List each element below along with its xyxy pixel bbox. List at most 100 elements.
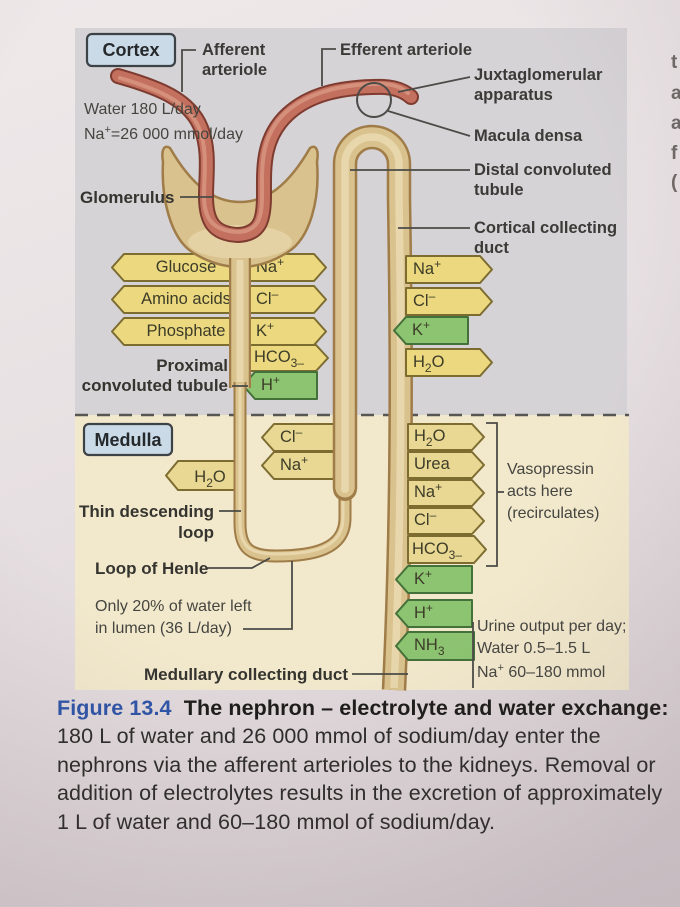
efferent-connector (321, 48, 336, 86)
macula-densa-circle (356, 82, 392, 118)
page-edge-text-fragments: t a a f ( (671, 52, 680, 193)
edge-fragment: t (671, 52, 678, 73)
right-arrow-shape (405, 255, 493, 284)
edge-fragment: f (671, 143, 678, 164)
glomerulus-label: Glomerulus (80, 188, 174, 207)
left-arrow-shape (111, 285, 249, 314)
edge-fragment: ( (671, 172, 678, 193)
cortex-label-box: Cortex (85, 32, 177, 68)
right-arrow-shape (407, 479, 485, 507)
figure-caption: Figure 13.4 The nephron – electrolyte an… (57, 694, 675, 836)
left-arrow-shape (261, 451, 335, 480)
chip-h-proximal: H+ (242, 371, 318, 400)
chip-k-medullary-duct: K+ (395, 565, 473, 594)
svg-text:H2O: H2O (414, 427, 446, 449)
cortical-duct-label-l2: duct (474, 239, 509, 257)
chip-urea-medullary-duct: Urea (407, 451, 485, 479)
right-arrow-shape (405, 287, 493, 316)
figure-caption-body: 180 L of water and 26 000 mmol of sodium… (57, 724, 663, 834)
afferent-connector (181, 49, 196, 92)
vasopressin-label-l3: (recirculates) (507, 505, 599, 522)
efferent-arteriole-label: Efferent arteriole (340, 41, 472, 59)
left-arrow-shape (393, 316, 469, 345)
afferent-arteriole-label-l1: Afferent (202, 41, 266, 59)
left-arrow-shape (395, 631, 475, 661)
svg-text:Na+: Na+ (413, 257, 441, 278)
macula-connector (387, 110, 471, 137)
svg-text:Urea: Urea (414, 455, 451, 473)
loop-of-henle-label: Loop of Henle (95, 559, 208, 578)
sodium-input-label: Na+=26 000 mmol/day (84, 124, 243, 143)
vasopressin-label-l2: acts here (507, 483, 573, 500)
left-arrow-shape (395, 599, 473, 628)
chip-amino-acids: Amino acids (111, 285, 249, 314)
distal-and-collecting-duct (332, 124, 413, 691)
urine-output-label-l1: Urine output per day; (477, 618, 626, 635)
right-arrow-shape (407, 423, 485, 451)
only20-connector (243, 561, 293, 630)
thin-descending-label-l1: Thin descending (79, 502, 214, 521)
chip-cl-proximal: Cl– (245, 285, 327, 314)
svg-text:K+: K+ (256, 319, 274, 340)
proximal-tubule-label-l1: Proximal (156, 356, 228, 375)
svg-text:H2O: H2O (194, 468, 226, 490)
svg-text:Na+: Na+ (414, 480, 442, 501)
svg-text:K+: K+ (414, 567, 432, 588)
only20-label-l2: in lumen (36 L/day) (95, 620, 232, 637)
chip-hco3-proximal: HCO3– (245, 344, 329, 372)
arterioles (110, 68, 419, 244)
left-arrow-shape (165, 460, 243, 491)
medulla-label: Medulla (94, 430, 162, 450)
chip-h-medullary-duct: H+ (395, 599, 473, 628)
urine-output-label-l3: Na+ 60–180 mmol (477, 662, 605, 681)
right-arrow-shape (407, 451, 485, 479)
svg-text:H+: H+ (414, 601, 433, 622)
figure-title: The nephron – electrolyte and water exch… (183, 696, 669, 720)
edge-fragment: a (671, 113, 680, 134)
chip-nh3-medullary-duct: NH3 (395, 631, 475, 661)
svg-text:Glucose: Glucose (156, 258, 217, 276)
loop-of-henle-connector (206, 557, 271, 569)
chip-na-ascending: Na+ (261, 451, 335, 480)
distal-tubule-label-l1: Distal convoluted (474, 161, 612, 179)
connector-lines (180, 48, 504, 688)
nephron-diagram: Glucose Amino acids Phosphate Na+ Cl– K+… (75, 28, 680, 691)
chip-cl-ascending: Cl– (261, 423, 335, 452)
macula-densa-label: Macula densa (474, 127, 583, 145)
urine-output-label-l2: Water 0.5–1.5 L (477, 640, 590, 657)
jga-connector (397, 76, 471, 93)
right-arrow-shape (407, 507, 485, 535)
right-arrow-shape (407, 535, 487, 564)
svg-text:Cl–: Cl– (413, 289, 436, 310)
left-arrow-shape (395, 565, 473, 594)
svg-text:Na+: Na+ (280, 453, 308, 474)
chip-na-medullary-duct: Na+ (407, 479, 485, 507)
water-input-label: Water 180 L/day (84, 101, 201, 118)
svg-text:Cl–: Cl– (280, 425, 303, 446)
svg-text:NH3: NH3 (414, 636, 445, 658)
left-arrow-shape (111, 317, 249, 346)
cortex-label: Cortex (102, 40, 159, 60)
svg-text:HCO3–: HCO3– (254, 348, 304, 370)
svg-text:Cl–: Cl– (256, 287, 279, 308)
chip-h2o-medullary-duct: H2O (407, 423, 485, 451)
afferent-arteriole-label-l2: arteriole (202, 61, 267, 79)
only20-label-l1: Only 20% of water left (95, 598, 252, 615)
svg-text:Amino acids: Amino acids (141, 290, 231, 308)
svg-text:HCO3–: HCO3– (412, 540, 462, 562)
medulla-label-box: Medulla (82, 422, 174, 457)
chip-cl-cortical-duct: Cl– (405, 287, 493, 316)
jga-label-l1: Juxtaglomerular (474, 66, 603, 84)
chip-k-proximal: K+ (245, 317, 327, 346)
proximal-tubule-label-l2: convoluted tubule (82, 376, 228, 395)
svg-text:H+: H+ (261, 373, 280, 394)
vasopressin-label-l1: Vasopressin (507, 461, 594, 478)
chip-k-cortical-duct: K+ (393, 316, 469, 345)
chip-h2o-cortical-duct: H2O (405, 348, 493, 377)
bulb-highlight (341, 485, 349, 493)
distal-tubule-label-l2: tubule (474, 181, 524, 199)
right-arrow-shape (405, 348, 493, 377)
edge-fragment: a (671, 83, 680, 104)
svg-text:Cl–: Cl– (414, 508, 437, 529)
vessel-highlight (118, 76, 410, 235)
